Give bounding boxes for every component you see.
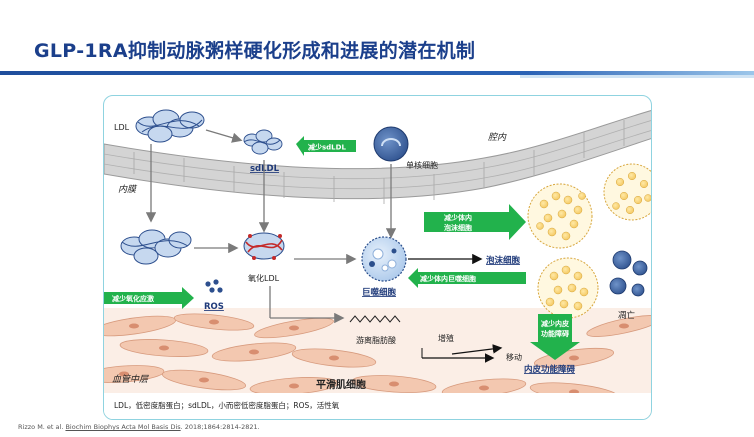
free-fatty-acid-chain <box>349 315 401 323</box>
reduce-sdldl-effect: 减少sdLDL <box>296 136 356 156</box>
ldl-label: LDL <box>114 123 130 132</box>
endothelium-layer <box>104 110 651 204</box>
reduce-foam-cells-text-2: 泡沫细胞 <box>444 223 472 232</box>
apoptotic-cells <box>609 250 648 297</box>
endo-dysfunction-label: 内皮功能障碍 <box>524 364 576 375</box>
migration-arrow <box>451 344 503 355</box>
oxidized-ldl-particle <box>243 232 285 260</box>
reduce-endo-text-2: 功能障碍 <box>541 329 569 338</box>
intima-ldl-cluster <box>120 229 192 265</box>
abbreviation-legend: LDL，低密度脂蛋白；sdLDL，小而密低密度脂蛋白；ROS，活性氧 <box>114 400 340 410</box>
lumen-label: 腔内 <box>488 132 507 143</box>
reduce-macrophages-text: 减少体内巨噬细胞 <box>420 274 476 283</box>
reduce-oxidative-stress-effect: 减少氧化应激 <box>104 287 194 309</box>
migration-label: 移动 <box>506 352 522 362</box>
apoptosis-label: 凋亡 <box>618 310 636 321</box>
reduce-endo-text-1: 减少内皮 <box>541 319 569 328</box>
foam-cell-label: 泡沫细胞 <box>486 255 521 266</box>
reduce-oxidative-stress-text: 减少氧化应激 <box>112 294 154 303</box>
ldl-particle-cluster <box>135 109 205 143</box>
ldl-to-sdldl-arrow <box>205 129 243 143</box>
citation: Rizzo M. et al. Biochim Biophys Acta Mol… <box>18 423 260 431</box>
reduce-foam-cells-text-1: 减少体内 <box>444 213 472 222</box>
citation-details: . 2018;1864:2814-2821. <box>180 423 260 431</box>
page-title: GLP-1RA抑制动脉粥样硬化形成和进展的潜在机制 <box>34 40 476 62</box>
citation-journal: Biochim Biophys Acta Mol Basis Dis <box>65 423 181 431</box>
mechanism-diagram: LDL sdLDL 减少sdLDL 单核细胞 腔内 内膜 <box>104 109 651 419</box>
reduce-endo-dysfunction-effect: 减少内皮 功能障碍 <box>530 314 580 360</box>
foam-cells <box>527 163 651 319</box>
sdldl-particle-cluster <box>243 129 283 155</box>
ros-molecules <box>205 279 223 293</box>
smc-label: 平滑肌细胞 <box>316 378 366 391</box>
citation-authors: Rizzo M. et al. <box>18 423 66 431</box>
oxldl-label: 氧化LDL <box>248 273 280 283</box>
reduce-macrophages-effect: 减少体内巨噬细胞 <box>408 268 526 288</box>
macrophage-cell <box>361 236 407 282</box>
sdldl-label: sdLDL <box>250 164 280 174</box>
intima-label: 内膜 <box>118 184 138 195</box>
reduce-foam-cells-effect: 减少体内 泡沫细胞 <box>424 204 526 240</box>
monocyte-label: 单核细胞 <box>406 160 438 170</box>
media-label: 血管中层 <box>112 374 149 385</box>
reduce-sdldl-text: 减少sdLDL <box>308 143 346 152</box>
macrophage-label: 巨噬细胞 <box>362 287 397 298</box>
title-divider <box>0 71 754 78</box>
mechanism-diagram-panel: LDL sdLDL 减少sdLDL 单核细胞 腔内 内膜 <box>103 95 652 420</box>
proliferation-label: 增殖 <box>438 333 454 343</box>
ffa-label: 游离脂肪酸 <box>356 335 396 345</box>
ros-label: ROS <box>204 302 224 312</box>
monocyte-cell <box>373 126 409 162</box>
